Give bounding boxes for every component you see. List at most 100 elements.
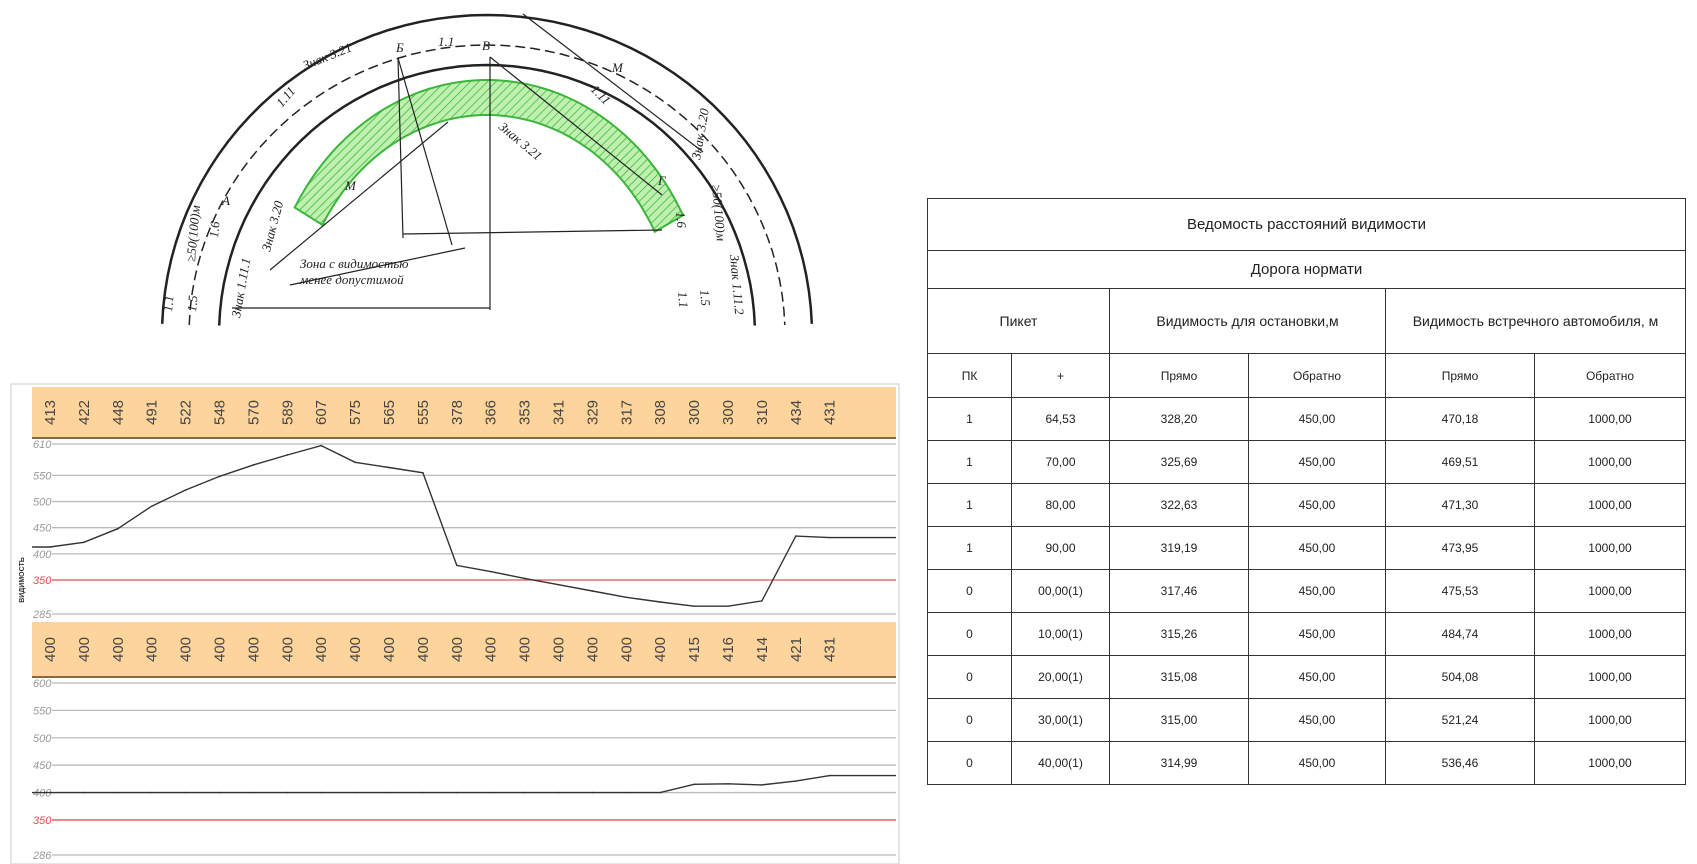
header-value-label: 416 bbox=[720, 637, 737, 662]
table-cell: 470,18 bbox=[1385, 397, 1535, 441]
table-cell: 80,00 bbox=[1011, 483, 1110, 527]
data-point bbox=[523, 577, 526, 580]
header-value-label: 300 bbox=[720, 400, 737, 425]
header-value-label: 341 bbox=[551, 400, 568, 425]
data-point bbox=[117, 527, 119, 530]
diagram-labels: Знак 3.21 1.1 1.11 1.11 М М Б В Г А Знак… bbox=[160, 34, 747, 319]
y-tick-label: 500 bbox=[33, 497, 52, 509]
data-point bbox=[557, 583, 560, 586]
table-cell: 1 bbox=[927, 483, 1012, 527]
label-dist-left: ≥50(100)м bbox=[183, 205, 203, 263]
header-value-label: 448 bbox=[110, 400, 127, 425]
header-value-label: 400 bbox=[144, 637, 161, 662]
y-tick-label: 450 bbox=[33, 523, 52, 535]
header-value-label: 421 bbox=[788, 637, 805, 662]
header-value-label: 400 bbox=[212, 637, 229, 662]
data-point bbox=[150, 791, 153, 794]
data-point bbox=[320, 791, 323, 794]
label-line-1-5-right: 1.5 bbox=[697, 289, 713, 307]
y-tick-label: 286 bbox=[32, 850, 52, 862]
sight-lines bbox=[232, 13, 704, 310]
data-point bbox=[286, 454, 289, 456]
data-point bbox=[659, 601, 661, 603]
data-point bbox=[422, 791, 424, 794]
data-point bbox=[49, 791, 51, 794]
y-tick-label: 400 bbox=[33, 788, 52, 800]
header-value-label: 431 bbox=[822, 400, 839, 425]
data-point bbox=[659, 791, 661, 794]
data-point bbox=[388, 791, 390, 794]
table-cell: 504,08 bbox=[1385, 655, 1535, 699]
label-line-1-6-left: 1.6 bbox=[206, 220, 222, 238]
label-zone-line2: менее допустимой bbox=[299, 272, 404, 287]
header-value-label: 400 bbox=[42, 637, 59, 662]
table-cell: 1000,00 bbox=[1534, 526, 1686, 570]
table-cell: 521,24 bbox=[1385, 698, 1535, 742]
data-point bbox=[218, 475, 221, 478]
header-value-label: 400 bbox=[517, 637, 534, 662]
table-cell: 1000,00 bbox=[1534, 483, 1686, 527]
table-cell: 471,30 bbox=[1385, 483, 1535, 527]
label-dist-right: ≥50(100)м bbox=[709, 184, 729, 242]
limited-visibility-zone bbox=[293, 79, 685, 234]
table-cell: 322,63 bbox=[1109, 483, 1249, 527]
data-point bbox=[727, 782, 729, 785]
header-value-label: 400 bbox=[313, 637, 330, 662]
visibility-series-line bbox=[32, 774, 896, 794]
label-sign-1-11-1: Знак 1.11.1 bbox=[228, 257, 253, 319]
header-value-label: 400 bbox=[245, 637, 262, 662]
table-cell: 1000,00 bbox=[1534, 655, 1686, 699]
table-cell: 1 bbox=[927, 397, 1012, 441]
label-point-g: Г bbox=[657, 173, 666, 188]
y-axis-label: ВИДИМОСТЬ bbox=[19, 557, 26, 603]
table-cell: 40,00(1) bbox=[1011, 741, 1110, 785]
table-cell: 450,00 bbox=[1248, 526, 1386, 570]
label-line-1-1-left: 1.1 bbox=[160, 295, 176, 312]
header-value-label: 431 bbox=[822, 637, 839, 662]
header-piket: Пикет bbox=[927, 288, 1110, 354]
header-value-label: 422 bbox=[76, 400, 93, 425]
table-cell: 64,53 bbox=[1011, 397, 1110, 441]
data-point bbox=[489, 570, 492, 573]
data-point bbox=[83, 541, 85, 544]
label-sign-3-20-left: Знак 3.20 bbox=[258, 199, 286, 253]
label-zone-line1: Зона с видимостью bbox=[300, 256, 408, 271]
subheader-cell: ПК bbox=[927, 353, 1012, 398]
y-tick-label: 610 bbox=[33, 439, 52, 451]
table-cell: 450,00 bbox=[1248, 440, 1386, 484]
visibility-series-line bbox=[32, 444, 896, 607]
data-point bbox=[795, 780, 797, 782]
table-cell: 30,00(1) bbox=[1011, 698, 1110, 742]
header-value-label: 415 bbox=[686, 637, 703, 662]
header-value-label: 522 bbox=[178, 400, 195, 425]
header-value-label: 555 bbox=[415, 400, 432, 425]
header-value-label: 434 bbox=[788, 400, 805, 425]
subheader-cell: + bbox=[1011, 353, 1110, 398]
table-cell: 0 bbox=[927, 655, 1012, 699]
table-cell: 450,00 bbox=[1248, 569, 1386, 613]
table-cell: 450,00 bbox=[1248, 698, 1386, 742]
header-value-label: 400 bbox=[483, 637, 500, 662]
label-sign-1-11-2: Знак 1.11.2 bbox=[727, 254, 747, 316]
table-cell: 1000,00 bbox=[1534, 397, 1686, 441]
table-cell: 484,74 bbox=[1385, 612, 1535, 656]
label-line-1-6-right: 1.6 bbox=[673, 211, 689, 229]
data-point bbox=[591, 791, 594, 794]
label-sign-3-21-mid: Знак 3.21 bbox=[496, 119, 545, 164]
table-cell: 90,00 bbox=[1011, 526, 1110, 570]
table-cell: 450,00 bbox=[1248, 741, 1386, 785]
header-value-label: 400 bbox=[347, 637, 364, 662]
y-tick-label: 285 bbox=[32, 609, 52, 621]
table-cell: 0 bbox=[927, 612, 1012, 656]
label-point-b: Б bbox=[395, 40, 404, 55]
header-value-label: 414 bbox=[754, 637, 771, 662]
header-value-label: 329 bbox=[584, 400, 601, 425]
table-cell: 315,26 bbox=[1109, 612, 1249, 656]
